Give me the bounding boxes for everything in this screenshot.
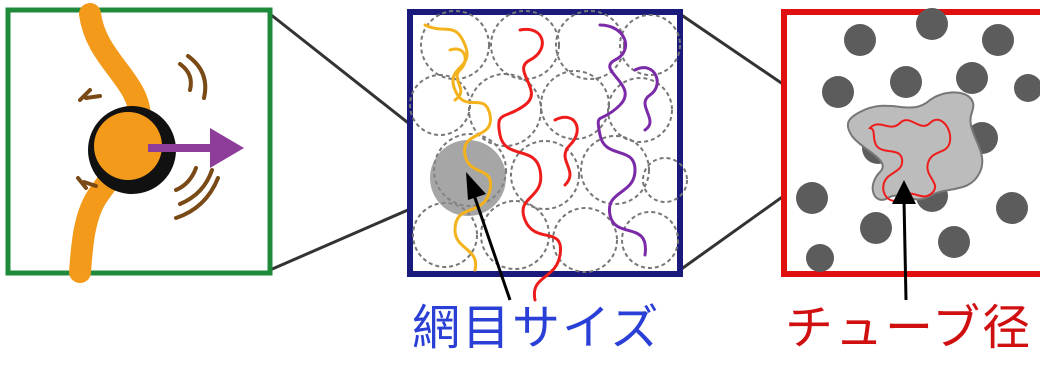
- mesh-size-label: 網目サイズ: [412, 300, 661, 356]
- right-panel-tube: [781, 8, 1040, 301]
- pointer-arrow-icon: [466, 172, 512, 301]
- pointer-arrow-icon: [892, 180, 916, 301]
- left-panel-chain-segment: [5, 3, 273, 283]
- middle-panel-mesh: [407, 9, 688, 302]
- tube-region: [846, 91, 984, 201]
- tube-diameter-label: チューブ径: [785, 300, 1033, 356]
- vibration-icon: [76, 54, 220, 220]
- motion-arrow-icon: [148, 128, 244, 168]
- red-chain-in-tube: [867, 118, 952, 202]
- mesh-blobs: [409, 10, 688, 273]
- obstacle-particles: [796, 8, 1040, 272]
- polymer-chains: [423, 23, 659, 302]
